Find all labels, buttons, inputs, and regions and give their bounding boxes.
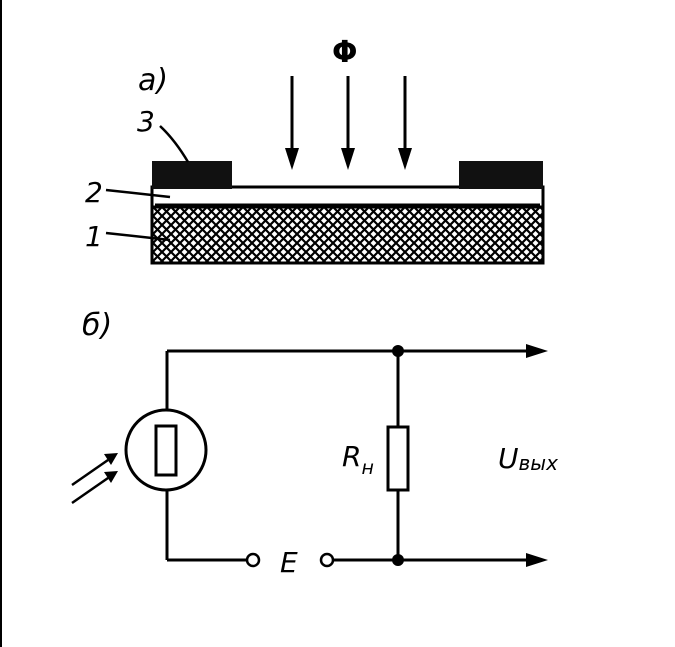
load-resistor-body	[386, 425, 410, 492]
circuit-wires	[165, 349, 530, 562]
junction-top	[392, 345, 404, 357]
terminal-right	[319, 552, 335, 568]
photoresistor-body	[154, 424, 178, 477]
arrow-head-3	[398, 148, 412, 170]
electrode-right	[459, 161, 543, 189]
layer-1-label: 1	[85, 220, 103, 253]
substrate-layer	[150, 205, 545, 265]
flux-label: Φ	[332, 35, 358, 70]
output-arrow-bottom	[526, 553, 548, 567]
part-b-label: б)	[82, 308, 112, 343]
layer-3-leader	[159, 125, 190, 163]
electrode-left	[152, 161, 232, 189]
source-label: E	[280, 546, 298, 579]
layer-1-leader	[105, 231, 171, 242]
part-a-label: а)	[138, 63, 168, 98]
output-voltage-label: Uвых	[498, 442, 558, 475]
output-arrow-top	[526, 344, 548, 358]
arrow-head-1	[285, 148, 299, 170]
layer-2-label: 2	[85, 176, 103, 209]
arrow-head-2	[341, 148, 355, 170]
flux-arrows	[285, 76, 412, 170]
photosensitive-layer	[150, 185, 545, 209]
layer-3-label: 3	[137, 105, 155, 138]
terminal-left	[245, 552, 261, 568]
junction-bottom	[392, 554, 404, 566]
load-resistor-label: Rн	[342, 440, 374, 479]
layer-2-leader	[105, 188, 171, 199]
light-arrows-icon	[71, 453, 118, 505]
